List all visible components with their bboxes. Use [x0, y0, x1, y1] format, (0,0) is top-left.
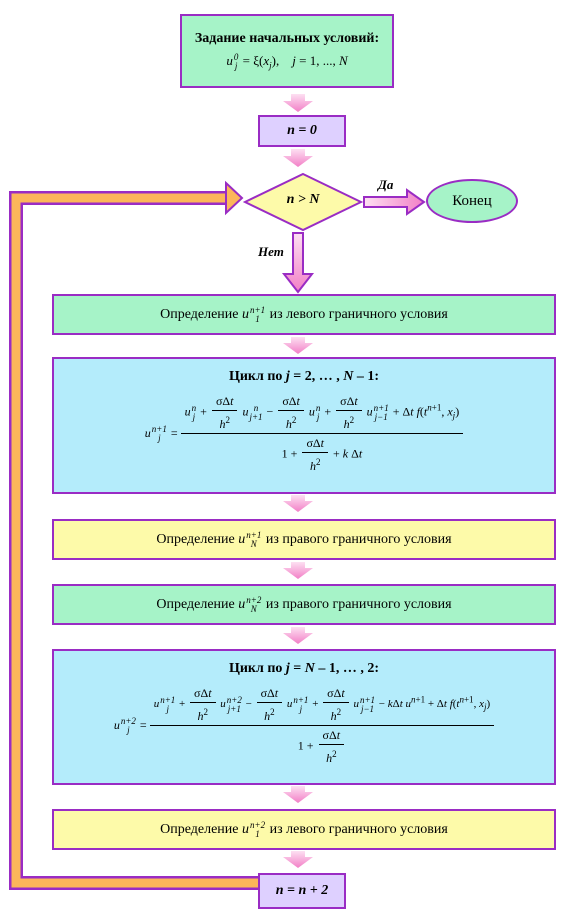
arrow-loop1-to-right1 [283, 495, 313, 512]
loop1-title: Цикл по j = 2, … , N – 1: [228, 369, 380, 384]
arrow-yes-branch [363, 188, 426, 216]
init-n-text: n = 0 [287, 123, 317, 138]
end-text: Конец [452, 192, 492, 209]
arrow-no-branch [281, 232, 315, 294]
arrow-left2-to-increment [283, 851, 313, 868]
arrow-right2-to-loop2 [283, 627, 313, 644]
start-title: Задание начальных условий: [194, 30, 380, 46]
loop-arrow-head [225, 180, 244, 216]
yes-label: Да [378, 177, 394, 192]
end-terminal: Конец [426, 179, 518, 223]
decision-diamond [243, 172, 363, 232]
arrow-n0-to-condition [283, 149, 313, 167]
increment-text: n = n + 2 [275, 883, 329, 898]
condition-text: n > N [286, 192, 320, 207]
loop2-title: Цикл по j = N – 1, … , 2: [228, 661, 380, 676]
arrow-start-to-n0 [283, 94, 313, 112]
init-n-block: n = 0 [258, 115, 346, 147]
arrow-right1-to-right2 [283, 562, 313, 579]
increment-block: n = n + 2 [258, 873, 346, 909]
arrow-left1-to-loop1 [283, 337, 313, 354]
arrow-loop2-to-left2 [283, 786, 313, 803]
no-label: Нет [258, 244, 284, 259]
